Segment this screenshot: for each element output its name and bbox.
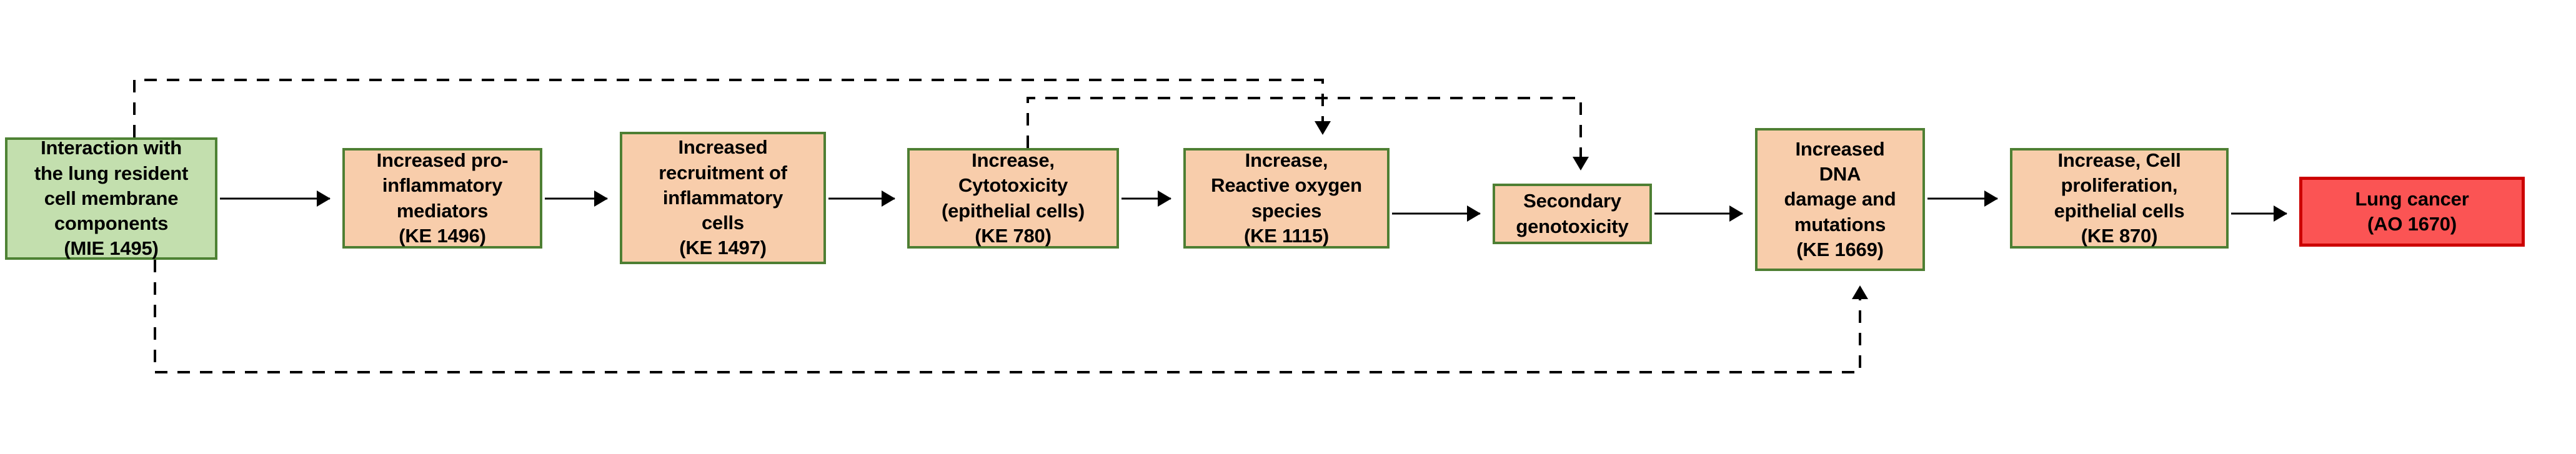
node-label: Secondary genotoxicity: [1516, 190, 1629, 237]
node-label: Increase, Cell proliferation, epithelial…: [2054, 149, 2185, 247]
node-label: Increased DNA damage and mutations (KE 1…: [1784, 137, 1896, 260]
edge-mie1495-to-ke1115-dashed: [133, 79, 1331, 137]
node-label: Interaction with the lung resident cell …: [34, 137, 189, 260]
node-label: Increase, Cytotoxicity (epithelial cells…: [942, 149, 1085, 247]
edge-ke780-to-secgeno-dashed: [1027, 97, 1589, 170]
node-label: Lung cancer (AO 1670): [2355, 187, 2469, 235]
node-ke-1115[interactable]: Increase, Reactive oxygen species (KE 11…: [1183, 148, 1390, 249]
node-label: Increased recruitment of inflammatory ce…: [659, 136, 787, 259]
node-ke-1669[interactable]: Increased DNA damage and mutations (KE 1…: [1755, 128, 1925, 271]
node-ke-870[interactable]: Increase, Cell proliferation, epithelial…: [2010, 148, 2229, 249]
node-secondary-genotoxicity[interactable]: Secondary genotoxicity: [1493, 184, 1652, 244]
node-mie-1495[interactable]: Interaction with the lung resident cell …: [5, 137, 217, 260]
edge-mie1495-to-ke1669-dashed: [154, 260, 1868, 373]
node-ke-1497[interactable]: Increased recruitment of inflammatory ce…: [620, 132, 826, 264]
node-ao-1670[interactable]: Lung cancer (AO 1670): [2299, 177, 2525, 247]
node-label: Increased pro- inflammatory mediators (K…: [376, 149, 509, 247]
node-ke-1496[interactable]: Increased pro- inflammatory mediators (K…: [342, 148, 542, 249]
node-ke-780[interactable]: Increase, Cytotoxicity (epithelial cells…: [907, 148, 1119, 249]
node-label: Increase, Reactive oxygen species (KE 11…: [1211, 149, 1362, 247]
